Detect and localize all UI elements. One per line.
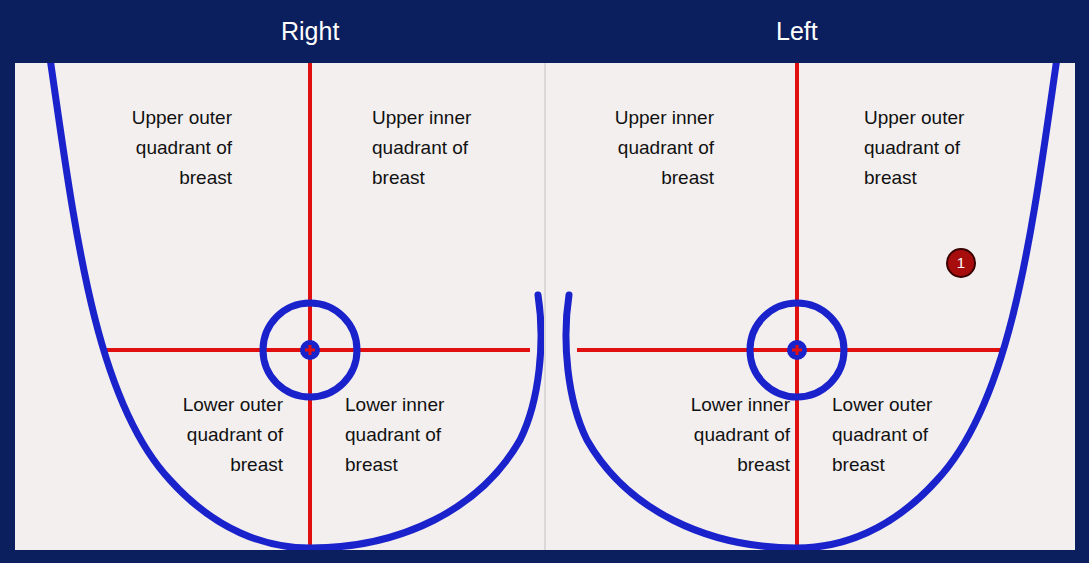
- quadrant-label: Lower outer quadrant of breast: [832, 390, 964, 480]
- side-heading: Right: [281, 16, 339, 46]
- side-heading: Left: [776, 16, 818, 46]
- quadrant-label: Upper inner quadrant of breast: [582, 103, 714, 193]
- quadrant-label: Lower outer quadrant of breast: [151, 390, 283, 480]
- quadrant-label: Upper inner quadrant of breast: [372, 103, 504, 193]
- quadrant-label: Upper outer quadrant of breast: [864, 103, 996, 193]
- callout-number: 1: [946, 248, 976, 278]
- left-panel: [546, 63, 1075, 550]
- quadrant-label: Lower inner quadrant of breast: [658, 390, 790, 480]
- left-breast-figure: [566, 63, 1057, 550]
- right-breast-figure: [50, 63, 541, 550]
- quadrant-label: Upper outer quadrant of breast: [100, 103, 232, 193]
- quadrant-label: Lower inner quadrant of breast: [345, 390, 477, 480]
- panel-divider: [544, 63, 546, 550]
- callout-text: 1: [957, 254, 965, 272]
